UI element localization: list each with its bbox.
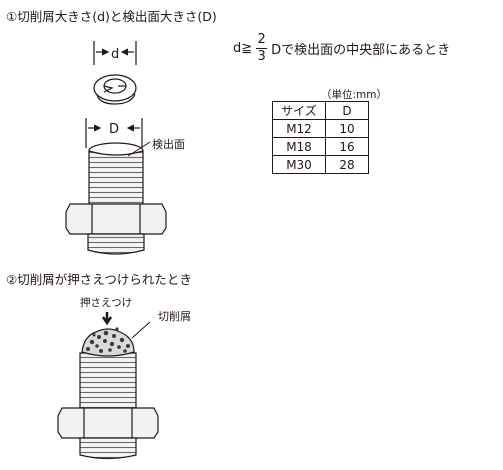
fraction-numerator: 2 xyxy=(257,32,266,47)
formula-suffix: Dで検出面の中央部にあるとき xyxy=(271,43,451,58)
fraction-denominator: 3 xyxy=(257,49,266,64)
sensor-diagram-2 xyxy=(57,327,159,460)
section1-title: ①切削屑大きさ(d)と検出面大きさ(D) xyxy=(6,9,217,24)
formula-prefix: d≧ xyxy=(233,41,253,56)
table-unit: （単位:mm） xyxy=(321,89,387,101)
chip-diagram xyxy=(93,41,137,105)
table-cell: 28 xyxy=(325,155,369,174)
label-d: d xyxy=(111,47,119,62)
label-detection-surface: 検出面 xyxy=(152,137,185,151)
table-cell: M18 xyxy=(272,137,326,156)
section2-title: ②切削屑が押さえつけられたとき xyxy=(6,272,192,287)
chips-leader xyxy=(131,321,151,339)
table-row: M30 28 xyxy=(272,155,369,174)
fraction: 2 3 xyxy=(256,32,268,64)
condition-formula: d≧ 2 3 Dで検出面の中央部にあるとき xyxy=(233,33,450,64)
label-D: D xyxy=(109,122,119,137)
label-chips: 切削屑 xyxy=(158,309,191,323)
detection-surface-leader xyxy=(127,141,151,157)
label-pressed: 押さえつけ xyxy=(80,296,132,309)
press-arrow xyxy=(101,312,113,326)
table-cell: M30 xyxy=(272,155,326,174)
size-table: サイズ D M12 10 M18 16 M30 28 xyxy=(272,101,369,174)
table-header-row: サイズ D xyxy=(272,101,369,120)
sensor-diagram-1 xyxy=(65,118,167,255)
